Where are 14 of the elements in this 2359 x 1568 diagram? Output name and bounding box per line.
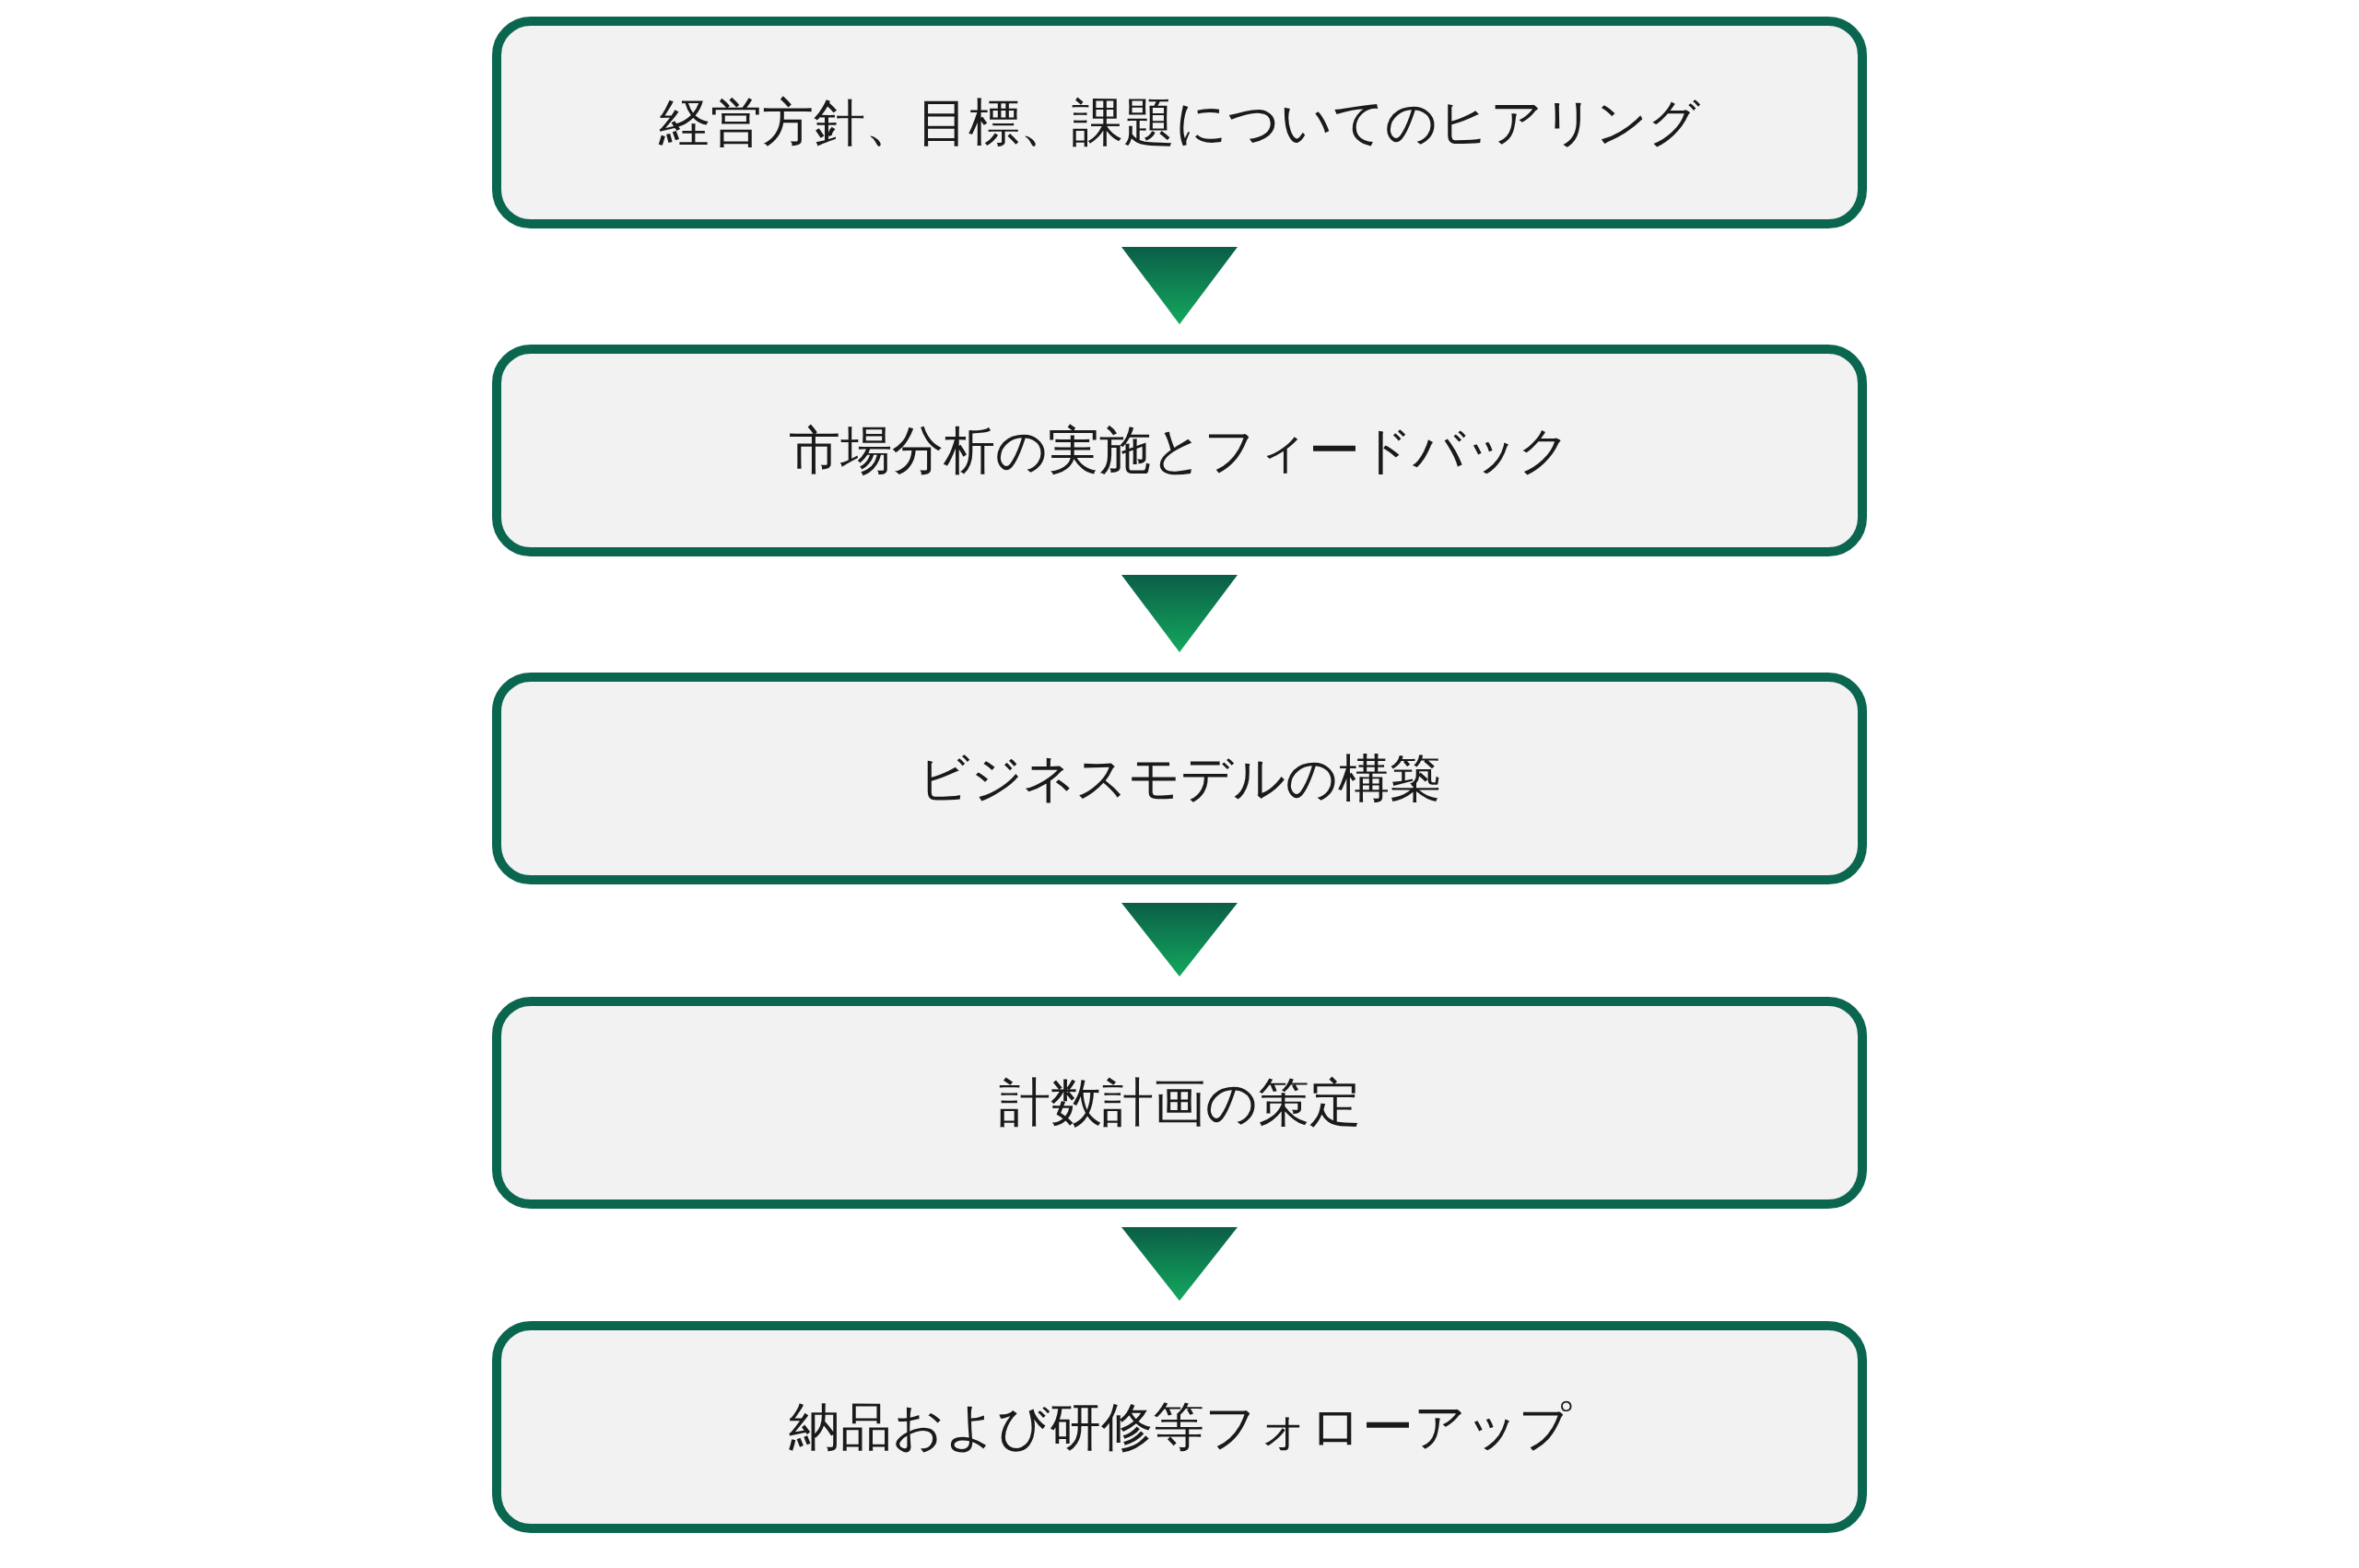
step-label: 市場分析の実施とフィードバック [789, 419, 1570, 482]
arrow [1121, 903, 1238, 977]
process-box [492, 673, 1867, 884]
arrow [1121, 247, 1238, 324]
process-box [492, 345, 1867, 556]
arrow [1121, 575, 1238, 652]
step-label: 納品および研修等フォローアップ [788, 1396, 1571, 1458]
step-label: ビジネスモデルの構築 [918, 747, 1441, 810]
process-box [492, 1321, 1867, 1533]
step-label: 経営方針、目標、課題についてのヒアリング [659, 91, 1700, 154]
step-label: 計数計画の策定 [998, 1071, 1361, 1134]
process-box [492, 17, 1867, 228]
arrow [1121, 1227, 1238, 1301]
process-box [492, 997, 1867, 1209]
